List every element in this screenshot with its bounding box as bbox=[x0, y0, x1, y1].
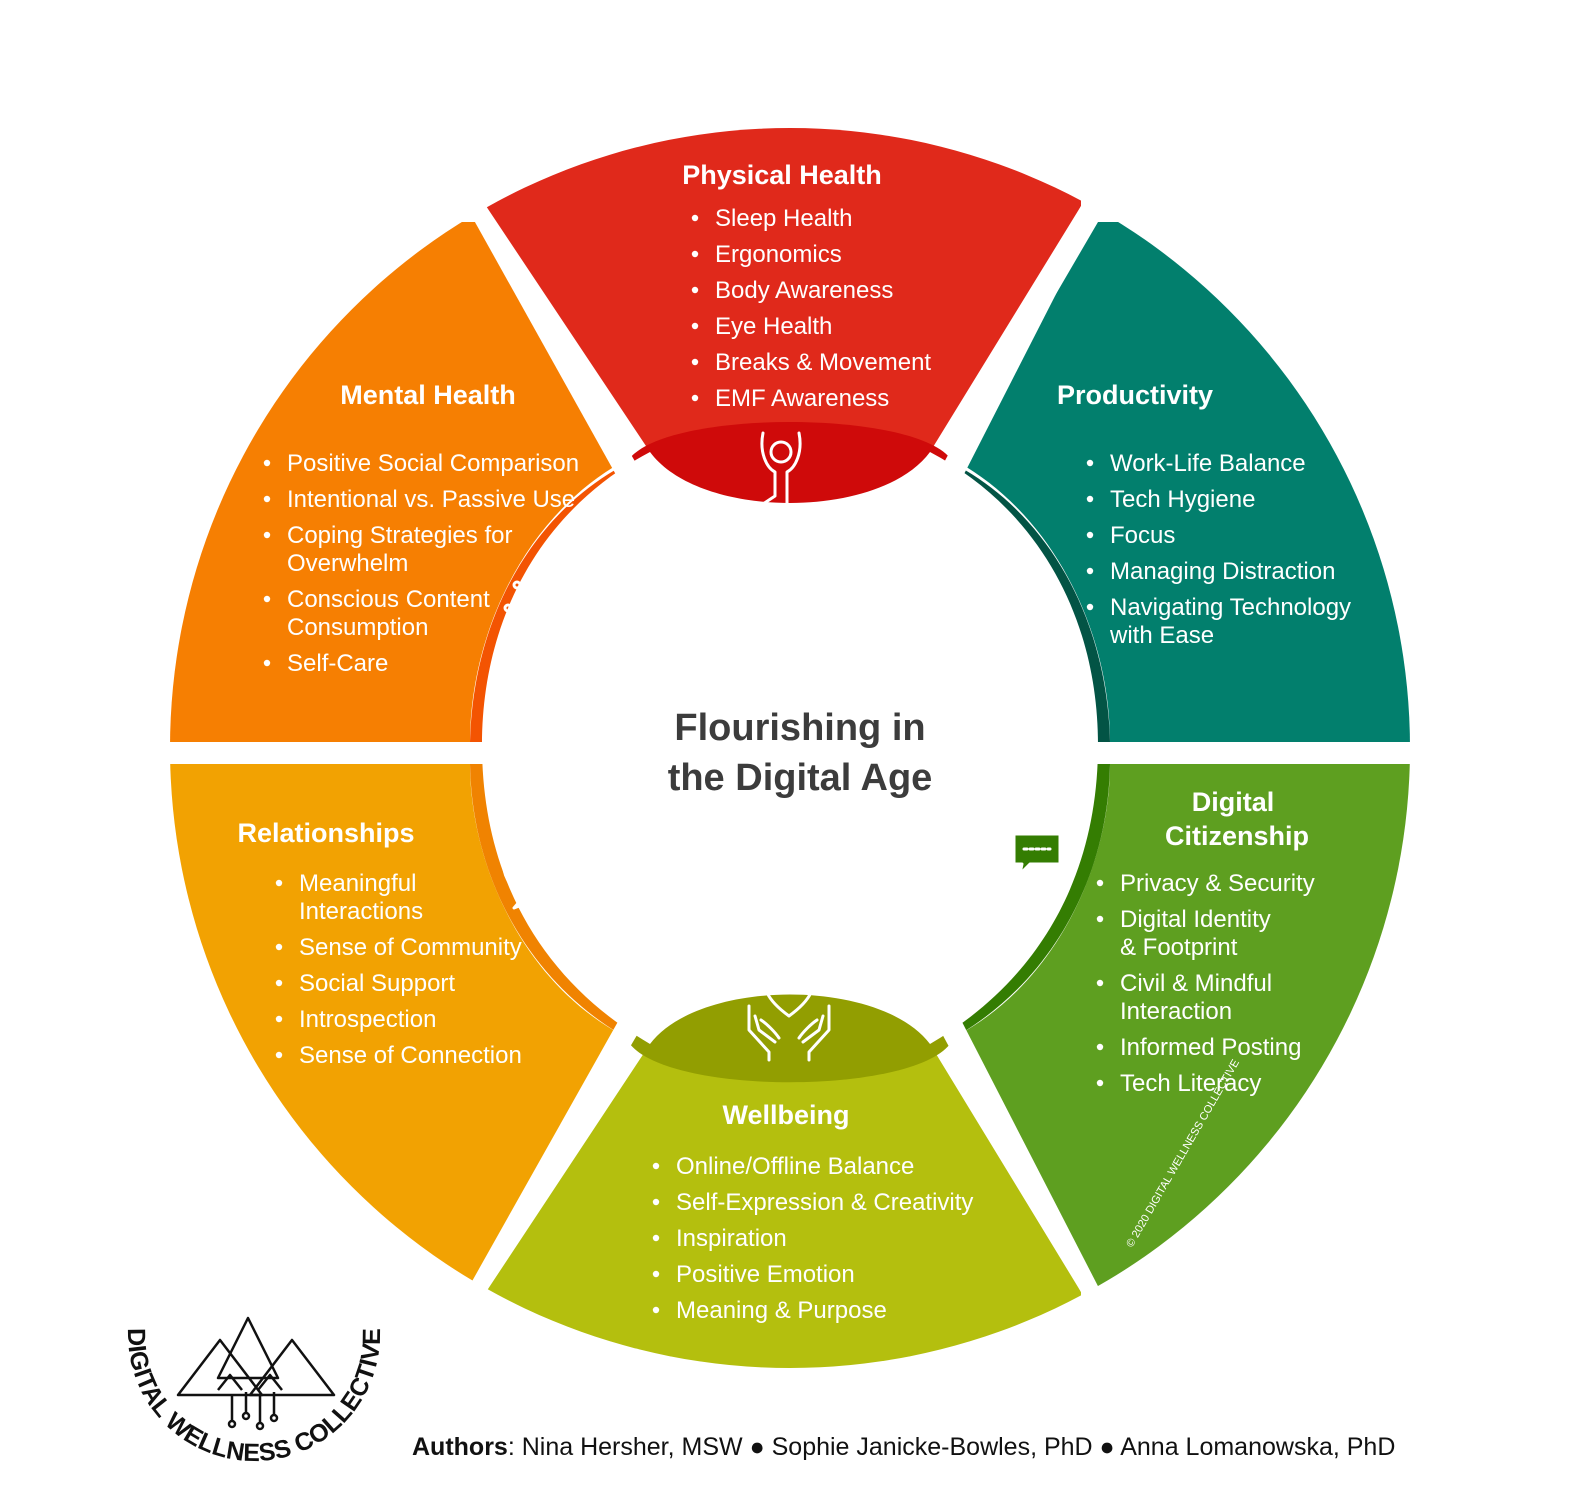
wellbeing-bullet-2 bbox=[652, 1234, 660, 1242]
physical-bullet-4 bbox=[691, 358, 699, 366]
mental-bullet-4 bbox=[263, 659, 271, 667]
wellbeing-item-2: Inspiration bbox=[676, 1225, 787, 1252]
citizenship-item-3: Informed Posting bbox=[1120, 1034, 1301, 1061]
physical-bullet-0 bbox=[691, 214, 699, 222]
wellbeing-title: Wellbeing bbox=[722, 1100, 849, 1130]
physical-item-4: Breaks & Movement bbox=[715, 349, 931, 376]
productivity-bullet-3 bbox=[1086, 567, 1094, 575]
mental-item-0: Positive Social Comparison bbox=[287, 450, 579, 477]
mental-bullet-2 bbox=[263, 531, 271, 539]
gear-icon bbox=[963, 567, 1039, 642]
mental-item-1: Intentional vs. Passive Use bbox=[287, 486, 575, 513]
relationships-bullet-4 bbox=[275, 1051, 283, 1059]
relationships-item-1: Sense of Community bbox=[299, 934, 522, 961]
physical-bullet-2 bbox=[691, 286, 699, 294]
wellbeing-item-0: Online/Offline Balance bbox=[676, 1153, 914, 1180]
physical-item-3: Eye Health bbox=[715, 313, 832, 340]
relationships-bullet-2 bbox=[275, 979, 283, 987]
relationships-bullet-0 bbox=[275, 879, 283, 887]
segment-wellbeing bbox=[486, 994, 1081, 1368]
productivity-item-0: Work-Life Balance bbox=[1110, 450, 1306, 477]
relationships-title: Relationships bbox=[237, 818, 414, 848]
citizenship-bullet-3 bbox=[1096, 1043, 1104, 1051]
relationships-item-4: Sense of Connection bbox=[299, 1042, 522, 1069]
yoga-pose-icon bbox=[759, 431, 802, 536]
logo-mountains-icon bbox=[176, 1316, 336, 1431]
mental-bullet-3 bbox=[263, 595, 271, 603]
physical-title: Physical Health bbox=[682, 160, 882, 190]
wellbeing-bullet-4 bbox=[652, 1306, 660, 1314]
productivity-bullet-1 bbox=[1086, 495, 1094, 503]
relationships-bullet-1 bbox=[275, 943, 283, 951]
center-title-line-2: the Digital Age bbox=[668, 757, 933, 799]
wellbeing-item-3: Positive Emotion bbox=[676, 1261, 855, 1288]
wellbeing-bullet-3 bbox=[652, 1270, 660, 1278]
citizenship-bullet-4 bbox=[1096, 1079, 1104, 1087]
citizenship-bullet-1 bbox=[1096, 915, 1104, 923]
mental-title: Mental Health bbox=[340, 380, 516, 410]
physical-item-0: Sleep Health bbox=[715, 205, 852, 232]
wellbeing-bullet-0 bbox=[652, 1162, 660, 1170]
wellbeing-bullet-1 bbox=[652, 1198, 660, 1206]
physical-bullet-3 bbox=[691, 322, 699, 330]
mind-head-icon bbox=[503, 571, 594, 658]
citizenship-bullet-2 bbox=[1096, 979, 1104, 987]
svg-text:DIGITAL WELLNESS COLLECTIVE: DIGITAL WELLNESS COLLECTIVE bbox=[122, 1328, 386, 1467]
productivity-item-2: Focus bbox=[1110, 522, 1175, 549]
productivity-title: Productivity bbox=[1057, 380, 1213, 410]
wellbeing-item-4: Meaning & Purpose bbox=[676, 1297, 887, 1324]
citizenship-item-4: Tech Literacy bbox=[1120, 1070, 1261, 1097]
citizenship-item-0: Privacy & Security bbox=[1120, 870, 1315, 897]
center-hub bbox=[482, 452, 1098, 1044]
heart-hands-icon bbox=[747, 972, 831, 1062]
productivity-item-1: Tech Hygiene bbox=[1110, 486, 1255, 513]
physical-item-5: EMF Awareness bbox=[715, 385, 889, 412]
productivity-bullet-2 bbox=[1086, 531, 1094, 539]
citizenship-bullet-0 bbox=[1096, 879, 1104, 887]
digital-wellness-collective-logo: DIGITAL WELLNESS COLLECTIVE bbox=[122, 1316, 386, 1467]
physical-item-1: Ergonomics bbox=[715, 241, 842, 268]
authors-label: Authors bbox=[412, 1433, 508, 1461]
physical-bullet-5 bbox=[691, 394, 699, 402]
relationships-item-3: Introspection bbox=[299, 1006, 436, 1033]
productivity-bullet-4 bbox=[1086, 603, 1094, 611]
productivity-bullet-0 bbox=[1086, 459, 1094, 467]
authors-names: Nina Hersher, MSW ● Sophie Janicke-Bowle… bbox=[521, 1433, 1396, 1461]
center-title-line-1: Flourishing in bbox=[674, 707, 925, 749]
physical-item-2: Body Awareness bbox=[715, 277, 893, 304]
segment-physical-health bbox=[486, 128, 1081, 503]
mental-bullet-0 bbox=[263, 459, 271, 467]
mental-bullet-1 bbox=[263, 495, 271, 503]
logo-text: DIGITAL WELLNESS COLLECTIVE bbox=[122, 1328, 386, 1467]
laptop-chat-icon bbox=[962, 832, 1062, 910]
authors-line: Authors: Nina Hersher, MSW ● Sophie Jani… bbox=[412, 1433, 1396, 1461]
relationships-item-2: Social Support bbox=[299, 970, 455, 997]
mental-item-4: Self-Care bbox=[287, 650, 388, 677]
chat-bubbles-icon bbox=[502, 832, 601, 918]
citizenship-item-1: Digital Identity& Footprint bbox=[1120, 906, 1271, 961]
productivity-item-3: Managing Distraction bbox=[1110, 558, 1335, 585]
wellbeing-item-1: Self-Expression & Creativity bbox=[676, 1189, 973, 1216]
relationships-bullet-3 bbox=[275, 1015, 283, 1023]
physical-bullet-1 bbox=[691, 250, 699, 258]
